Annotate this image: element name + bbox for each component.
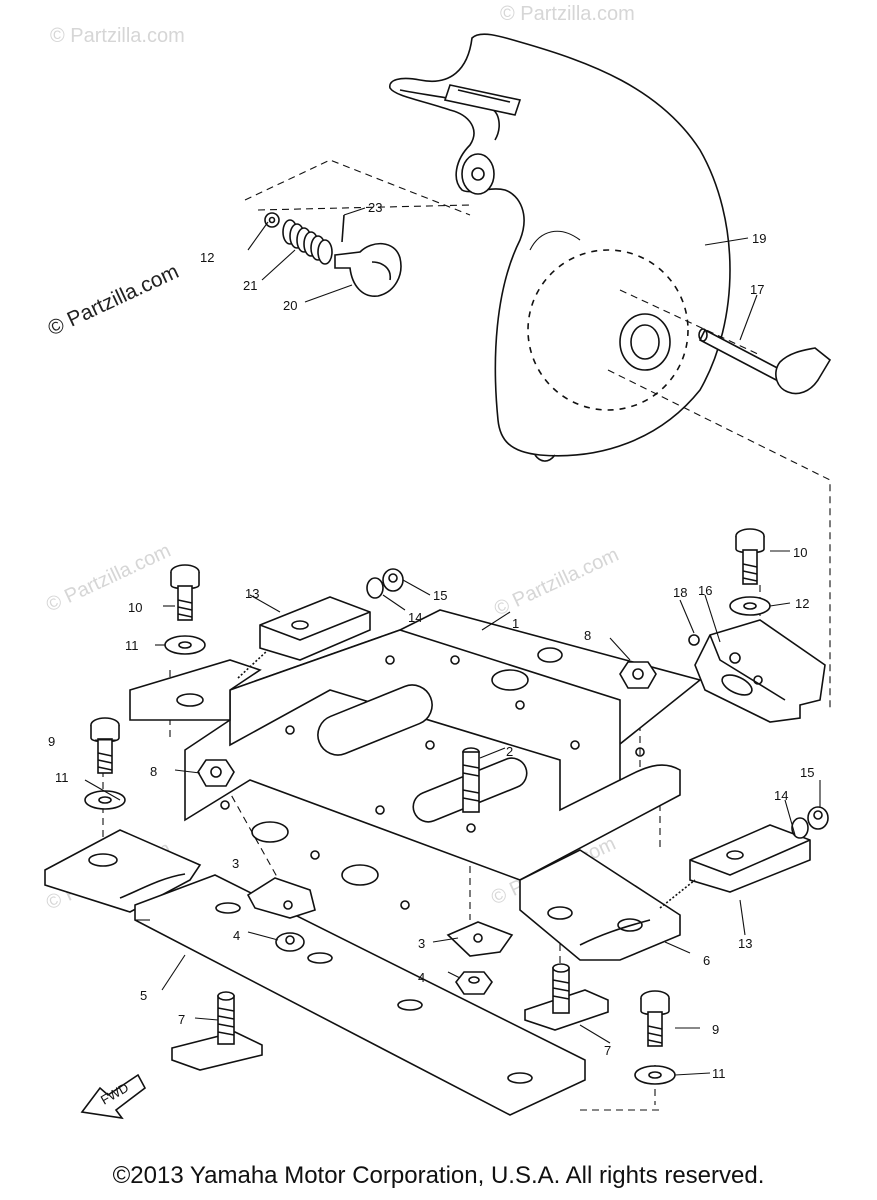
callout-23: 23 xyxy=(368,200,382,215)
callout-9-left: 9 xyxy=(48,734,55,749)
callout-6: 6 xyxy=(703,953,710,968)
nut-15-lower xyxy=(807,806,829,830)
callout-20: 20 xyxy=(283,298,297,313)
bracket xyxy=(688,619,826,723)
leader-lines xyxy=(84,207,821,1076)
nut-4-lower xyxy=(455,971,493,995)
callout-15-upper: 15 xyxy=(433,588,447,603)
nut-8-left xyxy=(197,759,235,787)
washer-12-right xyxy=(729,596,771,616)
callout-8-left: 8 xyxy=(150,764,157,779)
callout-19: 19 xyxy=(752,231,766,246)
callout-11-right: 11 xyxy=(712,1066,726,1081)
spacer-block-upper xyxy=(237,596,371,679)
rail-strip-long xyxy=(134,874,586,1116)
callout-16: 16 xyxy=(698,583,712,598)
callout-5: 5 xyxy=(140,988,147,1003)
callout-12-knob: 12 xyxy=(200,250,214,265)
rail-strip-right xyxy=(519,849,681,961)
callout-18: 18 xyxy=(673,585,687,600)
callout-11-left-upper: 11 xyxy=(125,638,139,653)
t-bolt-7-left xyxy=(171,991,263,1071)
callout-4-lower: 4 xyxy=(418,970,425,985)
pin xyxy=(698,328,832,395)
nut-8-right xyxy=(619,661,657,689)
callout-11-left-lower: 11 xyxy=(55,770,69,785)
spacer-block-lower xyxy=(659,824,811,909)
collar-14-lower xyxy=(791,817,809,839)
collar-14-upper xyxy=(366,577,384,599)
watermark-mid-right: © Partzilla.com xyxy=(491,544,622,621)
rail-strip-left xyxy=(44,829,202,913)
left-upper-strip xyxy=(129,659,262,721)
callout-13-lower: 13 xyxy=(738,936,752,951)
copyright-notice: ©2013 Yamaha Motor Corporation, U.S.A. A… xyxy=(112,1162,765,1189)
callout-labels: 1 2 3 3 4 4 5 6 7 7 8 8 9 9 10 10 11 11 … xyxy=(48,200,814,1081)
callout-1: 1 xyxy=(512,616,519,631)
bolt-10-right xyxy=(735,528,765,585)
bolt-10-left xyxy=(170,564,200,621)
t-bolt-7-right xyxy=(524,963,609,1031)
callout-17: 17 xyxy=(750,282,764,297)
stud-2 xyxy=(462,747,480,833)
spring xyxy=(282,219,333,265)
callout-4-upper: 4 xyxy=(233,928,240,943)
callout-3-right: 3 xyxy=(418,936,425,951)
watermark-top-left: © Partzilla.com xyxy=(50,25,185,47)
callout-13-upper: 13 xyxy=(245,586,259,601)
fan-shroud-cover xyxy=(389,33,731,462)
nut-15-upper xyxy=(382,568,404,592)
callout-10-right: 10 xyxy=(793,545,807,560)
washer-11-right xyxy=(634,1065,676,1085)
callout-8-right: 8 xyxy=(584,628,591,643)
knob-assembly xyxy=(264,212,402,297)
callout-14-upper: 14 xyxy=(408,610,422,625)
callout-3-left: 3 xyxy=(232,856,239,871)
watermark-top-right: © Partzilla.com xyxy=(500,3,635,25)
callout-15-lower: 15 xyxy=(800,765,814,780)
washer-11-left-upper xyxy=(164,635,206,655)
forward-arrow-icon: FWD xyxy=(80,1073,147,1120)
callout-14-lower: 14 xyxy=(774,788,788,803)
nut-4-upper xyxy=(275,932,305,952)
callout-10-left: 10 xyxy=(128,600,142,615)
clamp-plate-3-left xyxy=(246,877,316,919)
bolt-9-right xyxy=(640,990,670,1047)
clamp-plate-3-right xyxy=(446,921,514,957)
watermark-mid-left: © Partzilla.com xyxy=(43,540,174,617)
callout-7-right: 7 xyxy=(604,1043,611,1058)
callout-7-left: 7 xyxy=(178,1012,185,1027)
callout-21: 21 xyxy=(243,278,257,293)
callout-2: 2 xyxy=(506,744,513,759)
callout-12-right: 12 xyxy=(795,596,809,611)
callout-9-right: 9 xyxy=(712,1022,719,1037)
watermark-main: © Partzilla.com xyxy=(44,260,182,341)
bolt-9-left xyxy=(90,717,120,774)
